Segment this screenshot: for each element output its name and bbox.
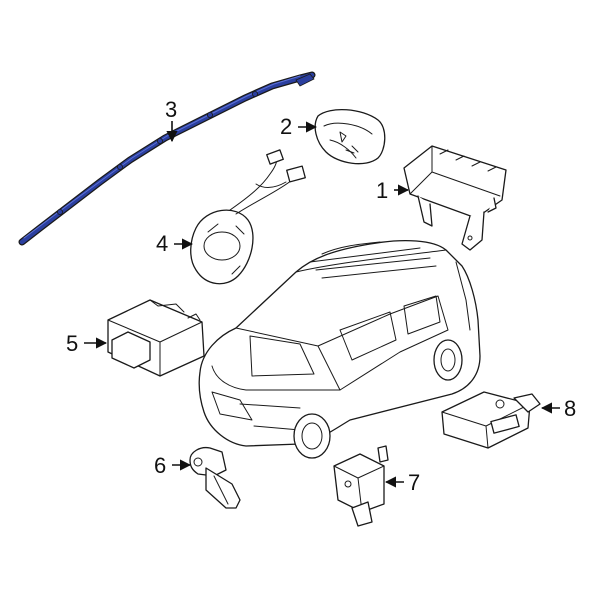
svg-text:4: 4 [156,231,168,256]
svg-text:6: 6 [154,453,166,478]
svg-text:2: 2 [280,114,292,139]
sensor-part-8[interactable] [441,391,541,449]
sensor-part-7[interactable] [333,445,389,527]
vehicle-outline [198,240,481,459]
sensor-part-6[interactable] [189,446,241,509]
clock-spring-part-4[interactable] [190,149,306,285]
svg-text:5: 5 [66,331,78,356]
callout-6: 6 [154,453,192,478]
airbag-module-part-2[interactable] [314,108,386,165]
callout-7: 7 [384,470,420,495]
callout-2: 2 [280,114,318,139]
callout-4: 4 [156,231,194,256]
callout-1: 1 [376,178,410,203]
callout-8: 8 [540,396,576,421]
callout-5: 5 [66,331,108,356]
control-module-part-5[interactable] [107,299,205,377]
curtain-airbag-part-3[interactable] [18,71,316,246]
svg-text:8: 8 [564,396,576,421]
svg-text:1: 1 [376,178,388,203]
airbag-module-part-1[interactable] [403,145,507,251]
svg-text:7: 7 [408,470,420,495]
callout-3: 3 [165,97,178,143]
svg-text:3: 3 [165,97,177,122]
